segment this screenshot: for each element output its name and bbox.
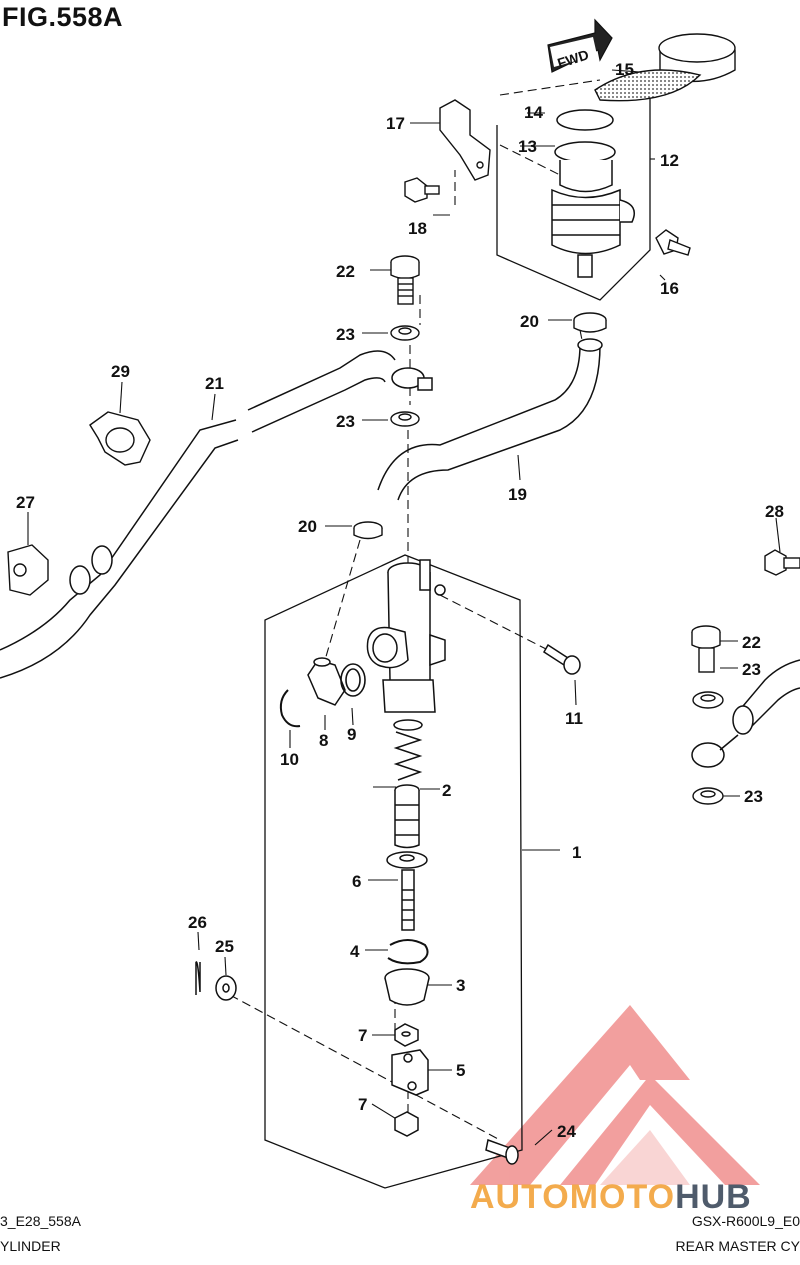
washers-center: [390, 325, 420, 427]
reservoir-group-box: [496, 70, 651, 301]
callout-23d: 23: [744, 787, 763, 806]
union-bolt-right: [691, 625, 721, 673]
callout-22b: 22: [742, 633, 761, 652]
callout-23b: 23: [336, 412, 355, 431]
circlip-10: [279, 689, 301, 728]
callout-19: 19: [508, 485, 527, 504]
reservoir-body: [551, 109, 635, 278]
cotter-pin-26: [195, 961, 201, 995]
footer-left-code: 3_E28_558A: [0, 1213, 81, 1229]
callout-23a: 23: [336, 325, 355, 344]
screw-11: [542, 643, 581, 675]
callout-25: 25: [215, 937, 234, 956]
watermark-logo: [470, 1005, 760, 1185]
oring-9: [340, 663, 366, 697]
callout-4: 4: [350, 942, 360, 961]
reservoir-cap: [594, 33, 736, 102]
union-bolt-center: [390, 255, 420, 305]
rod-end-joint: [391, 1049, 429, 1096]
leader-lines: [27, 69, 781, 1146]
piston: [394, 784, 420, 849]
push-rod: [386, 851, 428, 931]
callout-26: 26: [188, 913, 207, 932]
boot: [384, 968, 430, 1006]
washer-25: [215, 975, 237, 1001]
fwd-arrow: [547, 18, 613, 73]
fitting-8: [307, 657, 346, 706]
hose-clamp-27: [7, 544, 49, 596]
dashed-assembly-lines: [229, 79, 601, 1141]
footer-right-name: REAR MASTER CY: [675, 1238, 800, 1254]
hose-clamp-29: [89, 411, 151, 466]
callout-14: 14: [524, 103, 543, 122]
callout-9: 9: [347, 725, 356, 744]
footer-left-name: YLINDER: [0, 1238, 61, 1254]
bolt-28: [764, 549, 800, 576]
callout-22a: 22: [336, 262, 355, 281]
master-cylinder-group-box: [264, 554, 523, 1189]
callout-6: 6: [352, 872, 361, 891]
callout-7a: 7: [358, 1026, 367, 1045]
callout-21: 21: [205, 374, 224, 393]
callout-23c: 23: [742, 660, 761, 679]
washers-right: [692, 691, 724, 805]
circlip: [387, 939, 429, 965]
reservoir-bolt: [655, 229, 691, 256]
group-outlines: [264, 70, 651, 1189]
callout-1: 1: [572, 843, 581, 862]
callout-2: 2: [442, 781, 451, 800]
callout-13: 13: [518, 137, 537, 156]
callout-3: 3: [456, 976, 465, 995]
callout-28: 28: [765, 502, 784, 521]
callout-8: 8: [319, 731, 328, 750]
callout-labels: 1 2 3 4 5 6 7 7 8 9 10 11 12 13 14 15 16…: [16, 60, 784, 1141]
watermark-brand: AUTOMOTOHUB: [470, 1178, 752, 1216]
callout-20a: 20: [520, 312, 539, 331]
callout-27: 27: [16, 493, 35, 512]
callout-17: 17: [386, 114, 405, 133]
callout-7b: 7: [358, 1095, 367, 1114]
callout-10: 10: [280, 750, 299, 769]
footer-right-code: GSX-R600L9_E0: [691, 1213, 800, 1229]
callout-24: 24: [557, 1122, 576, 1141]
bracket: [439, 99, 491, 181]
brake-hose-right: [691, 659, 800, 768]
callout-12: 12: [660, 151, 679, 170]
hose-clamp-top: [573, 312, 607, 333]
figure-title: FIG.558A: [2, 2, 124, 32]
hose-clamp-bottom: [353, 521, 383, 540]
spring: [393, 719, 423, 781]
reservoir-hose: [377, 338, 603, 501]
brake-hose: [0, 350, 433, 679]
callout-15: 15: [615, 60, 634, 79]
callout-18: 18: [408, 219, 427, 238]
callout-11: 11: [565, 709, 583, 728]
callout-5: 5: [456, 1061, 465, 1080]
callout-29: 29: [111, 362, 130, 381]
master-cylinder-body: [366, 559, 446, 713]
nut-lower: [394, 1111, 419, 1137]
nut-upper: [394, 1023, 419, 1047]
callout-16: 16: [660, 279, 679, 298]
pin-24: [485, 1138, 519, 1165]
bolt: [404, 177, 440, 203]
callout-20b: 20: [298, 517, 317, 536]
